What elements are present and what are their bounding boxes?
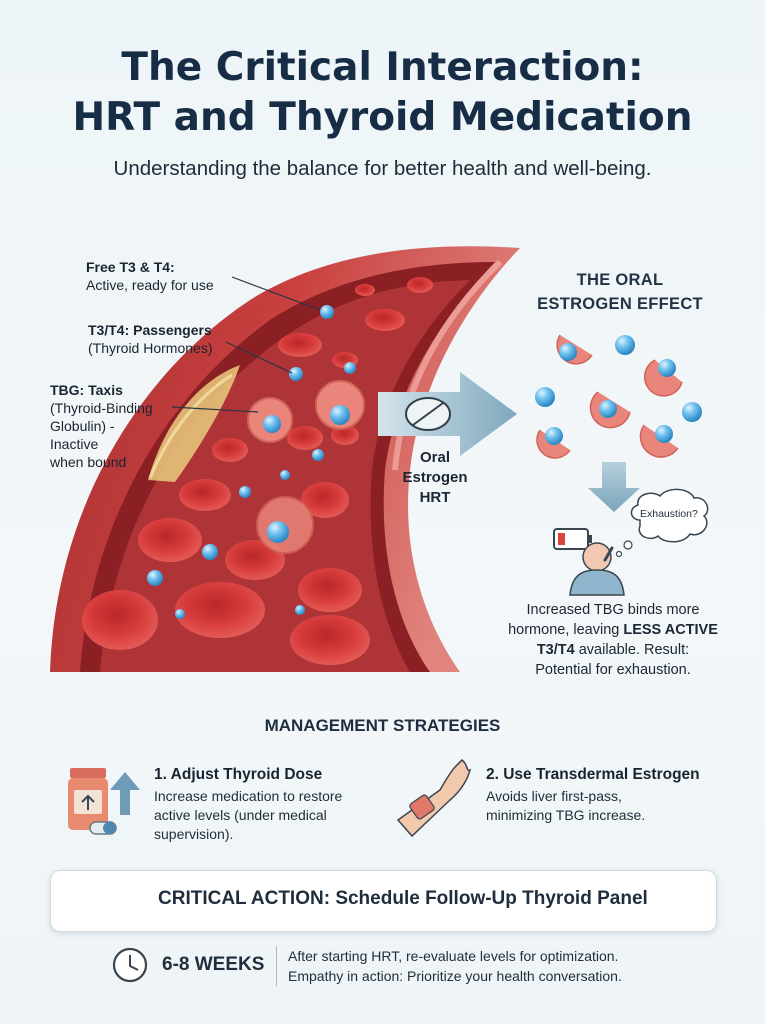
strategy-2-line1: Avoids liver first-pass,: [486, 788, 622, 804]
capsule-icon: [89, 821, 117, 835]
effect-title: THE ORAL ESTROGEN EFFECT: [520, 268, 720, 316]
pill-icon: [405, 397, 451, 431]
effect-title-line2: ESTROGEN EFFECT: [537, 295, 703, 313]
strategy-2-desc: Avoids liver first-pass, minimizing TBG …: [486, 787, 746, 825]
label-passengers-desc: (Thyroid Hormones): [88, 340, 213, 356]
timing-divider: [276, 946, 277, 986]
critical-action-text: CRITICAL ACTION: Schedule Follow-Up Thyr…: [158, 888, 648, 909]
pill-label-line3: HRT: [419, 489, 451, 506]
thought-text: Exhaustion?: [640, 508, 698, 520]
result-line2-pre: hormone, leaving: [508, 622, 624, 638]
label-free-title: Free T3 & T4:: [86, 259, 175, 275]
strategy-1-title: 1. Adjust Thyroid Dose: [154, 766, 323, 783]
result-line4: Potential for exhaustion.: [535, 662, 691, 678]
result-line1: Increased TBG binds more: [526, 602, 700, 618]
strategy-1-desc: Increase medication to restore active le…: [154, 787, 394, 844]
weeks-label: 6-8 WEEKS: [162, 954, 265, 975]
clock-icon: [112, 947, 148, 983]
page-title-line1: The Critical Interaction:: [121, 45, 644, 90]
label-tbg-line4: when bound: [50, 454, 127, 470]
strategy-2-line2: minimizing TBG increase.: [486, 807, 646, 823]
label-tbg-title: TBG: Taxis: [50, 382, 123, 398]
strategy-1-line1: Increase medication to restore: [154, 788, 343, 804]
thought-bubble-icon: [615, 488, 709, 558]
tired-person-icon: [569, 542, 625, 596]
pill-label-line2: Estrogen: [402, 469, 468, 486]
wrist-patch-icon: [396, 759, 472, 838]
critical-action-box: [50, 870, 717, 932]
result-line2-bold: LESS ACTIVE: [623, 622, 718, 638]
label-tbg-line2: Globulin) -: [50, 418, 115, 434]
page-title-line2: HRT and Thyroid Medication: [72, 95, 693, 140]
label-passengers: T3/T4: Passengers (Thyroid Hormones): [88, 321, 212, 357]
timing-line1: After starting HRT, re-evaluate levels f…: [288, 948, 619, 964]
label-tbg-line1: (Thyroid-Binding: [50, 400, 153, 416]
strategy-2-title: 2. Use Transdermal Estrogen: [486, 766, 700, 783]
strategy-1-line3: supervision).: [154, 826, 234, 842]
label-tbg: TBG: Taxis (Thyroid-Binding Globulin) - …: [50, 381, 153, 471]
management-heading: MANAGEMENT STRATEGIES: [264, 716, 501, 735]
red-blood-cells: [82, 277, 433, 665]
strategy-adjust-dose: 1. Adjust Thyroid Dose Increase medicati…: [154, 766, 394, 844]
label-passengers-title: T3/T4: Passengers: [88, 322, 212, 338]
timing-text: After starting HRT, re-evaluate levels f…: [288, 946, 622, 986]
label-free-hormones: Free T3 & T4: Active, ready for use: [86, 258, 214, 294]
effect-title-line1: THE ORAL: [576, 271, 664, 289]
arrow-down-icon: [588, 462, 640, 512]
tbg-binding-cluster: [535, 334, 702, 459]
timing-line2: Empathy in action: Prioritize your healt…: [288, 968, 622, 984]
strategy-transdermal: 2. Use Transdermal Estrogen Avoids liver…: [486, 766, 746, 825]
result-line3-post: available. Result:: [574, 642, 690, 658]
hormone-molecules: [147, 305, 356, 619]
label-free-desc: Active, ready for use: [86, 277, 214, 293]
effect-result: Increased TBG binds more hormone, leavin…: [478, 600, 748, 680]
result-line3-bold: T3/T4: [536, 642, 575, 658]
page-subtitle: Understanding the balance for better hea…: [113, 157, 652, 180]
medicine-bottle-icon: [68, 768, 108, 830]
pill-label-line1: Oral: [419, 449, 450, 466]
arrow-up-icon: [110, 772, 140, 815]
battery-low-icon: [553, 528, 592, 550]
label-tbg-line3: Inactive: [50, 436, 99, 452]
strategy-1-line2: active levels (under medical: [154, 807, 327, 823]
pill-label: Oral Estrogen HRT: [380, 448, 490, 508]
